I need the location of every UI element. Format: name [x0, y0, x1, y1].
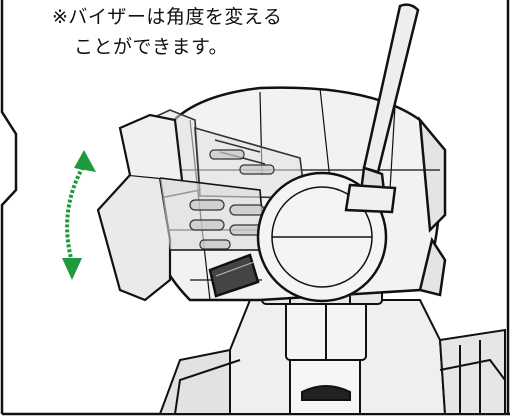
visor-note: ※バイザーは角度を変える ことができます。 [52, 2, 382, 62]
rotation-arrow-icon [62, 150, 96, 280]
note-line-2: ことができます。 [74, 36, 229, 58]
antenna [344, 3, 420, 214]
note-line-1: ※バイザーは角度を変える [52, 6, 283, 28]
robot-body [158, 299, 506, 415]
